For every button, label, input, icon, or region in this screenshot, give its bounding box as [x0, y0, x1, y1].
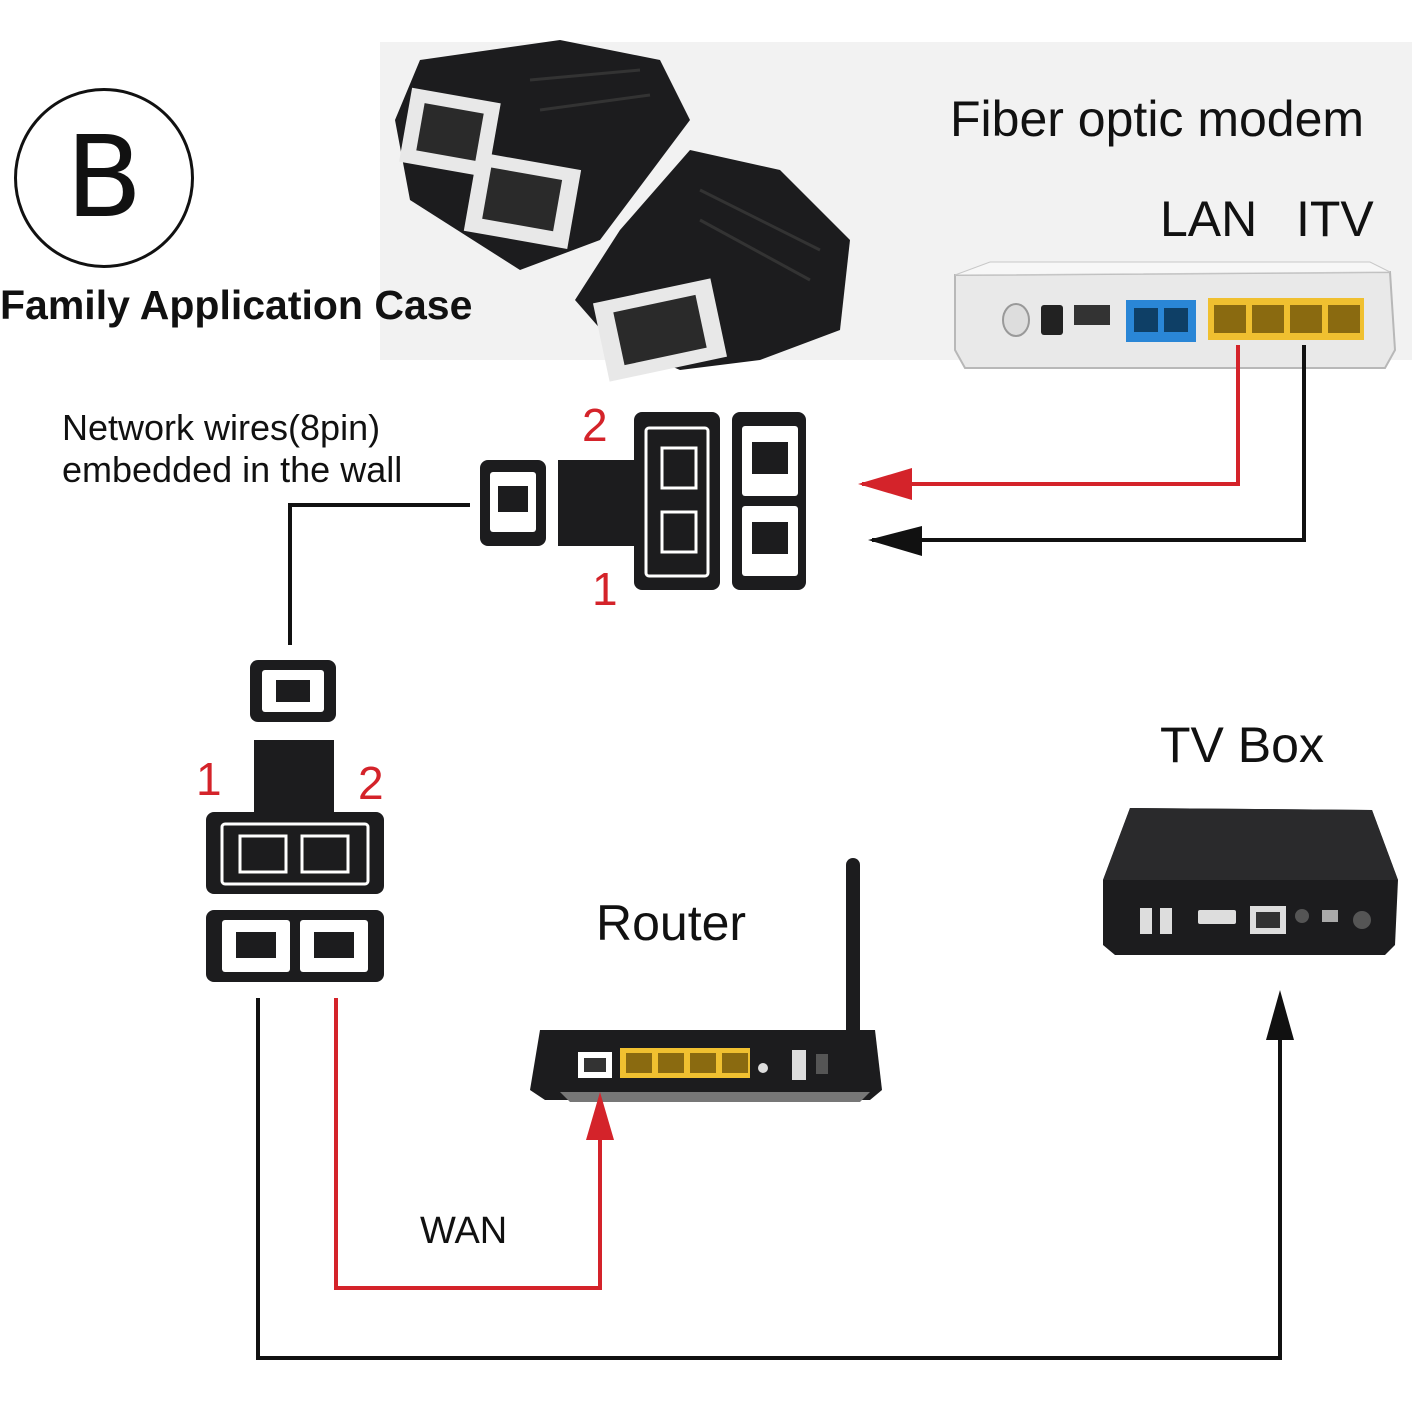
modem-lan-line [862, 345, 1240, 486]
black-arrow-up-icon [1266, 990, 1294, 1040]
wall-wire-line [288, 503, 470, 645]
adapter-photo-port-2 [463, 151, 582, 249]
splitter-bottom-port2-label: 2 [358, 757, 384, 809]
adapter-photo-port-3 [592, 278, 728, 382]
page-title: Family Application Case [0, 282, 473, 328]
modem-port-itv-label: ITV [1296, 191, 1374, 247]
wall-label-line2: embedded in the wall [62, 449, 403, 490]
splitter-bottom-icon [206, 660, 384, 982]
connection-lines [256, 345, 1306, 1360]
modem-itv-line [872, 345, 1306, 542]
tvbox-usb-1 [1140, 908, 1152, 934]
wan-label: WAN [420, 1210, 508, 1252]
splitter-top-port2-label: 2 [582, 399, 608, 451]
modem-usb-port [1074, 305, 1110, 325]
case-badge-letter: B [65, 113, 143, 243]
tvbox-line [256, 998, 1282, 1360]
modem-power-button [1002, 303, 1030, 337]
modem-label: Fiber optic modem [950, 91, 1365, 147]
router-label: Router [596, 895, 747, 951]
adapter-photo [395, 40, 850, 382]
modem-port-lan-label: LAN [1160, 191, 1258, 247]
router-switch [792, 1050, 806, 1080]
red-arrow-left-icon [858, 468, 912, 500]
router-antenna [846, 858, 860, 1058]
router-wan-line [334, 998, 602, 1290]
fiber-modem [954, 261, 1397, 369]
tvbox-label: TV Box [1160, 717, 1324, 773]
splitter-bottom-port1-label: 1 [196, 753, 222, 805]
tvbox-usb-2 [1160, 908, 1172, 934]
adapter-photo-port-1 [399, 87, 501, 178]
modem-power-jack [1041, 305, 1063, 335]
case-badge: B [14, 88, 194, 268]
wall-label-line1: Network wires(8pin) [62, 407, 381, 448]
router-device [530, 858, 882, 1102]
black-arrow-left-icon [868, 526, 922, 556]
red-arrow-up-icon [586, 1092, 614, 1140]
tvbox-device [1103, 808, 1398, 955]
splitter-top-port1-label: 1 [592, 563, 618, 615]
tvbox-hdmi [1198, 910, 1236, 924]
splitter-top-icon [480, 412, 806, 590]
